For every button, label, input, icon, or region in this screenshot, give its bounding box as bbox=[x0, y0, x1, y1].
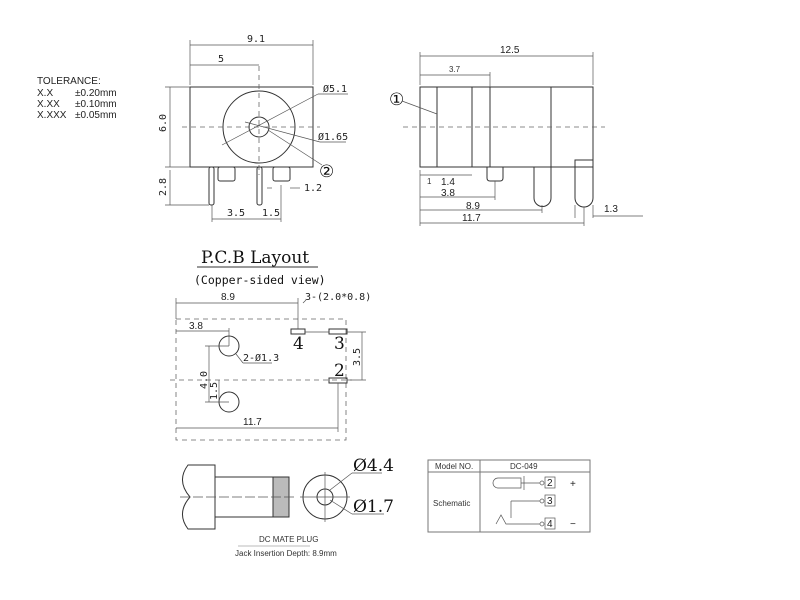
dim-pin-length: 2.8 bbox=[158, 178, 169, 196]
model-table: Model NO. DC-049 Schematic 2 3 4 + − bbox=[427, 459, 591, 533]
dc-mate-plug: Ø4.4 Ø1.7 DC MATE PLUG Jack Insertion De… bbox=[180, 456, 394, 558]
pcb-subtitle: (Copper-sided view) bbox=[194, 273, 326, 287]
dim: 3.7 bbox=[449, 65, 461, 74]
side-view: 12.5 3.7 1 1.4 3.8 8.9 11.7 1.3 ① bbox=[389, 45, 643, 226]
dim-inner-dia: Ø1.65 bbox=[318, 131, 348, 143]
schematic-pin: 3 bbox=[547, 496, 553, 507]
tolerance-block: TOLERANCE: X.X ±0.20mm X.XX ±0.10mm X.XX… bbox=[37, 76, 117, 121]
tol-value: ±0.10mm bbox=[75, 99, 117, 110]
minus-sign: − bbox=[570, 519, 576, 530]
pad-label-2: 2 bbox=[334, 361, 345, 381]
pcb-title: P.C.B Layout bbox=[201, 248, 309, 268]
pads-spec: 3-(2.0*0.8) bbox=[305, 292, 371, 303]
dim: 1.3 bbox=[604, 204, 618, 215]
plus-sign: + bbox=[570, 479, 576, 490]
front-view: 9.1 5 6.0 2.8 3.5 1.5 1.2 Ø5.1 Ø1.65 ② bbox=[158, 34, 348, 222]
schematic-label: Schematic bbox=[433, 499, 470, 508]
tol-format: X.XX bbox=[37, 99, 60, 110]
pad-label-3: 3 bbox=[334, 334, 345, 354]
dim-length: 12.5 bbox=[500, 45, 520, 56]
dim-pin-spacing: 1.5 bbox=[262, 208, 280, 219]
dim-center: 5 bbox=[218, 54, 224, 65]
dim: 3.8 bbox=[189, 321, 203, 332]
dim: 1.4 bbox=[441, 177, 455, 188]
dim-pin-width: 1.2 bbox=[304, 183, 322, 194]
dim: 3.5 bbox=[352, 348, 363, 366]
dim-outer-dia: Ø5.1 bbox=[323, 83, 347, 95]
tol-value: ±0.05mm bbox=[75, 110, 117, 121]
callout-1: ① bbox=[389, 90, 404, 110]
plug-title: DC MATE PLUG bbox=[259, 535, 318, 544]
insertion-depth: Jack Insertion Depth: 8.9mm bbox=[235, 549, 337, 558]
dim-height: 6.0 bbox=[158, 114, 169, 132]
tolerance-title: TOLERANCE: bbox=[37, 76, 101, 87]
dim: 8.9 bbox=[221, 292, 235, 303]
schematic-pin: 2 bbox=[547, 478, 553, 489]
model-value: DC-049 bbox=[510, 462, 538, 471]
dim-width: 9.1 bbox=[247, 34, 265, 45]
dim: 4.0 bbox=[199, 371, 210, 389]
tol-format: X.XXX bbox=[37, 110, 67, 121]
dim: 11.7 bbox=[243, 417, 262, 428]
holes-spec: 2-Ø1.3 bbox=[243, 352, 279, 364]
tol-format: X.X bbox=[37, 88, 53, 99]
schematic-pin: 4 bbox=[547, 519, 553, 530]
plug-outer-dia: Ø4.4 bbox=[353, 456, 394, 476]
dim: 3.8 bbox=[441, 188, 455, 199]
callout-2: ② bbox=[319, 162, 334, 182]
dim: 1.5 bbox=[209, 382, 220, 400]
model-label: Model NO. bbox=[435, 462, 473, 471]
plug-inner-dia: Ø1.7 bbox=[353, 497, 394, 517]
pad-label-4: 4 bbox=[293, 334, 304, 354]
tol-value: ±0.20mm bbox=[75, 88, 117, 99]
pcb-layout: P.C.B Layout (Copper-sided view) 4 3 2 8… bbox=[170, 248, 371, 441]
dim: 8.9 bbox=[466, 201, 480, 212]
dim: 1 bbox=[427, 177, 432, 186]
dim-pin-spacing: 3.5 bbox=[227, 208, 245, 219]
dim: 11.7 bbox=[462, 213, 481, 224]
